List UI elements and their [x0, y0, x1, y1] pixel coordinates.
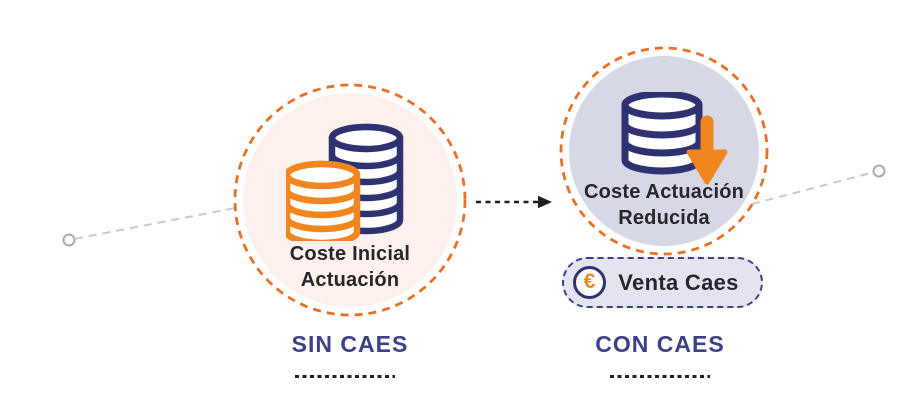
decrease-arrow-icon — [686, 115, 728, 185]
sin-caes-circle-ring — [233, 83, 467, 317]
sin-caes-heading: SIN CAES — [291, 331, 409, 357]
sin-caes-circle-label: Coste Inicial Actuación — [289, 243, 411, 292]
con-caes-circle-label: Coste Actuación Reducida — [583, 181, 745, 230]
right-endpoint-circle-icon — [872, 164, 886, 178]
sin-caes-dotted-underline — [295, 375, 395, 378]
con-caes-dotted-underline — [610, 375, 710, 378]
left-dashed-connector — [74, 207, 236, 240]
right-dashed-connector — [751, 172, 872, 205]
venta-caes-badge: € Venta Caes — [562, 257, 763, 308]
con-caes-circle-ring — [559, 46, 769, 256]
euro-symbol: € — [583, 270, 596, 293]
venta-caes-label: Venta Caes — [618, 269, 739, 295]
coin-stack-decrease-icon — [621, 92, 728, 185]
con-caes-heading: CON CAES — [595, 331, 725, 357]
coin-stacks-icon — [286, 123, 404, 241]
euro-icon: € — [573, 266, 606, 299]
left-endpoint-circle-icon — [62, 233, 76, 247]
flow-arrow-icon — [476, 195, 552, 209]
